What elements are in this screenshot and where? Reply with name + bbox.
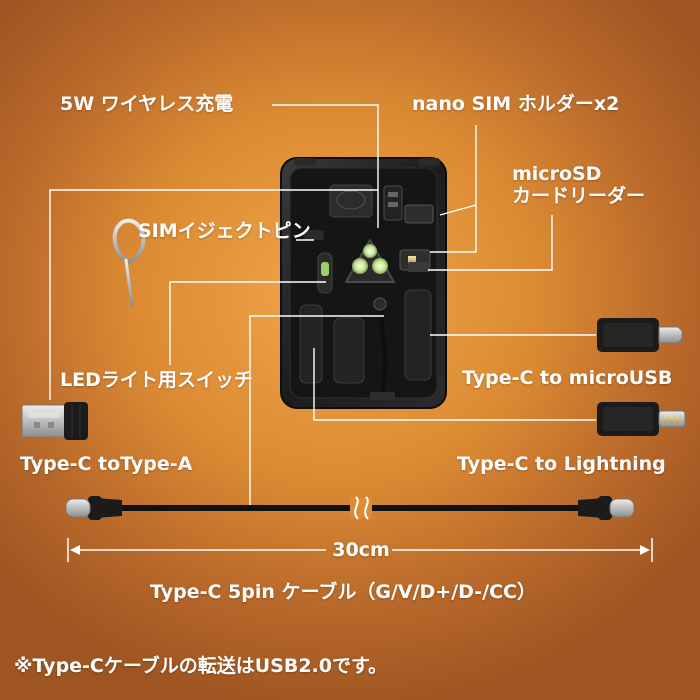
type-a-adapter-illustration bbox=[21, 402, 88, 440]
leader-lines bbox=[49, 104, 596, 505]
microsd-label-line2: カードリーダー bbox=[512, 184, 646, 207]
type-c-cable-illustration bbox=[65, 496, 635, 520]
nano-sim-holder-label: nano SIM ホルダーx2 bbox=[412, 93, 620, 115]
sim-eject-pin-label: SIMイジェクトピン bbox=[138, 220, 311, 242]
sim-eject-pin-illustration bbox=[112, 218, 146, 307]
microusb-adapter-illustration bbox=[597, 318, 683, 352]
lightning-adapter-illustration bbox=[597, 402, 686, 436]
device-case bbox=[280, 157, 447, 409]
microsd-label-line1: microSD bbox=[512, 163, 602, 185]
led-switch-label: LEDライト用スイッチ bbox=[60, 369, 253, 391]
wireless-charging-label: 5W ワイヤレス充電 bbox=[60, 93, 234, 115]
microsd-reader-label: microSD カードリーダー bbox=[512, 163, 646, 208]
dimension-line bbox=[67, 538, 653, 562]
type-c-to-microusb-label: Type-C to microUSB bbox=[462, 367, 673, 389]
cable-length-label: 30cm bbox=[332, 539, 390, 561]
cable-spec-label: Type-C 5pin ケーブル（G/V/D+/D-/CC） bbox=[150, 581, 537, 603]
type-c-to-type-a-label: Type-C toType-A bbox=[20, 453, 193, 475]
usb-transfer-note: ※Type-Cケーブルの転送はUSB2.0です。 bbox=[14, 655, 388, 677]
type-c-to-lightning-label: Type-C to Lightning bbox=[457, 453, 666, 475]
